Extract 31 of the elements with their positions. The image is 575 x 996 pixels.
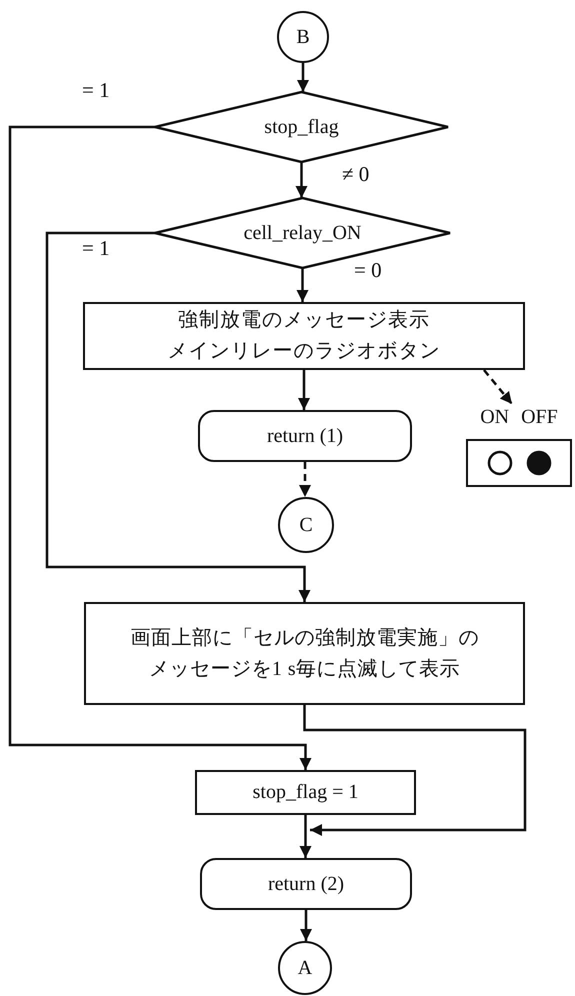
arrow [8, 126, 312, 770]
arrow [46, 232, 310, 602]
arrow [303, 705, 526, 836]
arrow [298, 370, 310, 410]
connector-letter: A [298, 956, 312, 980]
process-box [83, 302, 525, 370]
decision-label: cell_relay_ON [244, 220, 362, 246]
radio-option-label: ON [480, 406, 510, 429]
arrow [296, 268, 308, 302]
connector-circle [278, 941, 332, 995]
connector-letter: B [296, 24, 310, 50]
connector-circle [277, 11, 329, 63]
arrow [300, 815, 312, 858]
arrow [297, 63, 309, 92]
connector-letter: C [299, 512, 313, 538]
terminal-box [200, 858, 412, 910]
process-box [195, 770, 416, 815]
terminal-label: return (2) [268, 872, 344, 896]
dashed-arrow [483, 369, 513, 405]
process-text: メインリレーのラジオボタン [168, 339, 440, 364]
radio-option-label: OFF [521, 406, 558, 429]
process-text: 強制放電のメッセージ表示 [178, 308, 430, 333]
terminal-label: return (1) [266, 424, 344, 448]
decision-label: stop_flag [264, 114, 339, 140]
process-text: 画面上部に「セルの強制放電実施」のメッセージを1 s毎に点滅して表示 [129, 626, 480, 682]
arrow [296, 162, 308, 198]
process-text: stop_flag = 1 [252, 780, 358, 805]
process-box [84, 602, 525, 705]
arrow [300, 910, 312, 941]
dashed-arrow [299, 462, 311, 497]
terminal-box [198, 410, 412, 462]
